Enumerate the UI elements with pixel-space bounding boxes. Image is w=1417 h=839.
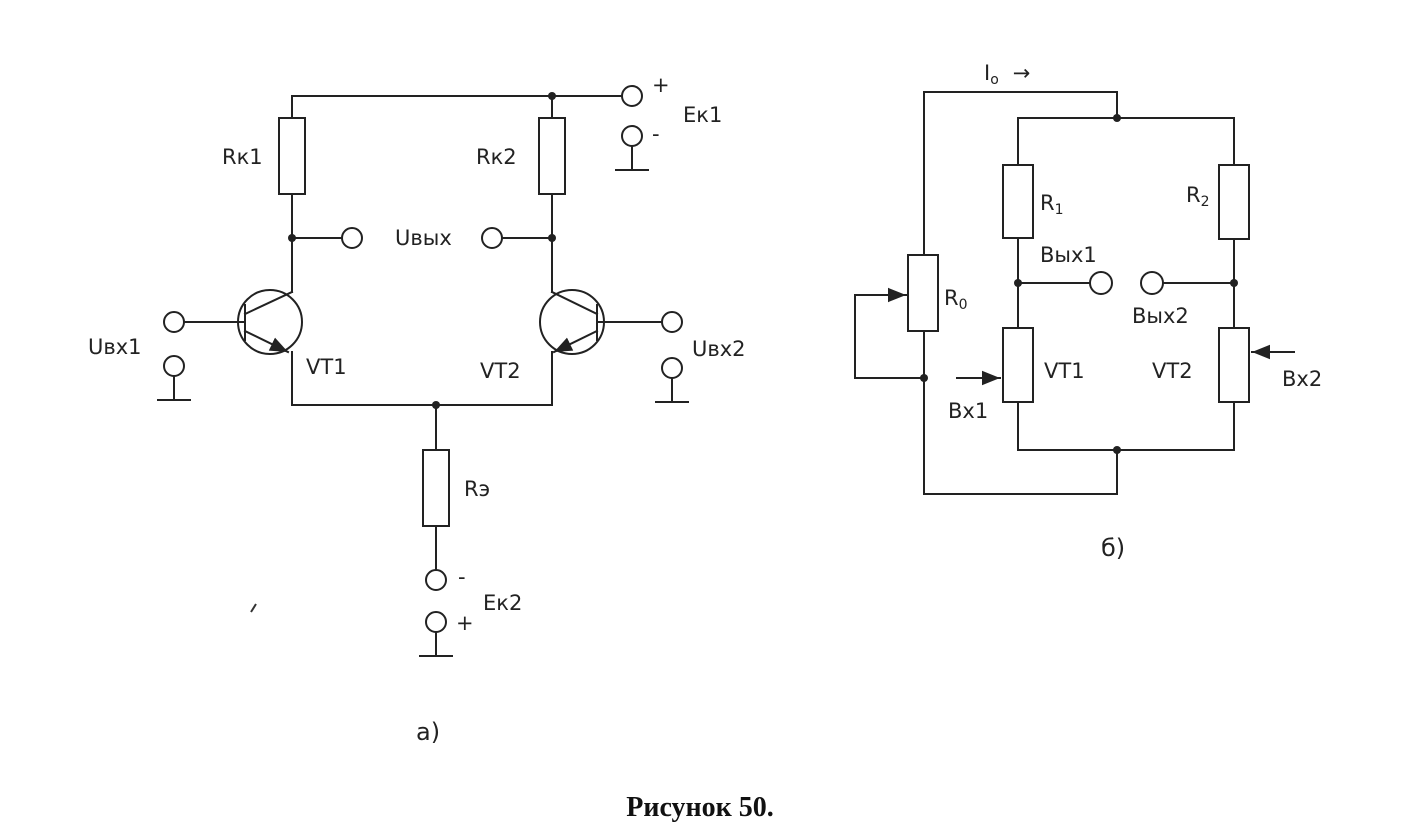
vt2-label-b: VT2 bbox=[1152, 359, 1193, 383]
uvh2-ground-terminal bbox=[661, 357, 683, 379]
uvyh-label: Uвых bbox=[395, 226, 452, 250]
vh2-label: Bх2 bbox=[1282, 367, 1322, 391]
ek1-minus-sign: - bbox=[652, 122, 660, 146]
scan-artifact bbox=[250, 603, 257, 613]
ek2-plus-sign: + bbox=[456, 611, 474, 635]
r0-resistor bbox=[907, 254, 939, 332]
uvh2-terminal bbox=[661, 311, 683, 333]
re-resistor bbox=[422, 449, 450, 527]
uvyh-right-terminal bbox=[481, 227, 503, 249]
vt2-transistor bbox=[539, 289, 605, 355]
bridge-bottom-junction bbox=[1113, 446, 1121, 454]
rk1-resistor bbox=[278, 117, 306, 195]
ek2-minus-terminal bbox=[425, 569, 447, 591]
r1-resistor bbox=[1002, 164, 1034, 239]
diagram-b: Io→ R0 R1 Bых1 VT1 Bх1 R2 bbox=[854, 61, 1322, 562]
rk1-label: Rк1 bbox=[222, 145, 263, 169]
rk2-resistor bbox=[538, 117, 566, 195]
r2-label: R2 bbox=[1186, 183, 1210, 210]
ek2-label: Eк2 bbox=[483, 591, 522, 615]
vt1-element bbox=[1002, 327, 1034, 403]
uvh1-terminal bbox=[163, 311, 185, 333]
vt2-element bbox=[1218, 327, 1250, 403]
figure-caption: Рисунок 50. bbox=[626, 792, 774, 823]
r0-label: R0 bbox=[944, 286, 968, 313]
ek2-plus-terminal bbox=[425, 611, 447, 633]
vt1-label-b: VT1 bbox=[1044, 359, 1085, 383]
vyh2-terminal bbox=[1140, 271, 1164, 295]
diagram-b-tag: б) bbox=[1101, 534, 1125, 562]
ek1-plus-terminal bbox=[621, 85, 643, 107]
bridge-top-junction bbox=[1113, 114, 1121, 122]
i0-label: Io→ bbox=[984, 61, 1030, 88]
vyh1-terminal bbox=[1089, 271, 1113, 295]
ek1-label: Eк1 bbox=[683, 103, 722, 127]
vt2-label: VT2 bbox=[480, 359, 521, 383]
vh1-label: Bх1 bbox=[948, 399, 988, 423]
vyh1-label: Bых1 bbox=[1040, 243, 1097, 267]
uvh1-label: Uвх1 bbox=[88, 335, 142, 359]
r2-resistor bbox=[1218, 164, 1250, 240]
ek2-minus-sign: - bbox=[458, 565, 466, 589]
vyh2-label: Bых2 bbox=[1132, 304, 1189, 328]
vt1-transistor bbox=[237, 289, 303, 355]
uvh1-ground-terminal bbox=[163, 355, 185, 377]
r1-label: R1 bbox=[1040, 191, 1064, 218]
supply-junction bbox=[548, 92, 556, 100]
diagram-a: + Eк1 - Rк1 Rк2 Uвых Uвх1 bbox=[88, 73, 746, 746]
uvh2-label: Uвх2 bbox=[692, 337, 746, 361]
uvyh-left-terminal bbox=[341, 227, 363, 249]
diagram-a-tag: а) bbox=[416, 718, 440, 746]
ek1-plus-sign: + bbox=[652, 73, 670, 97]
rk2-label: Rк2 bbox=[476, 145, 517, 169]
ek1-minus-terminal bbox=[621, 125, 643, 147]
re-label: Rэ bbox=[464, 477, 490, 501]
vt1-label: VT1 bbox=[306, 355, 347, 379]
